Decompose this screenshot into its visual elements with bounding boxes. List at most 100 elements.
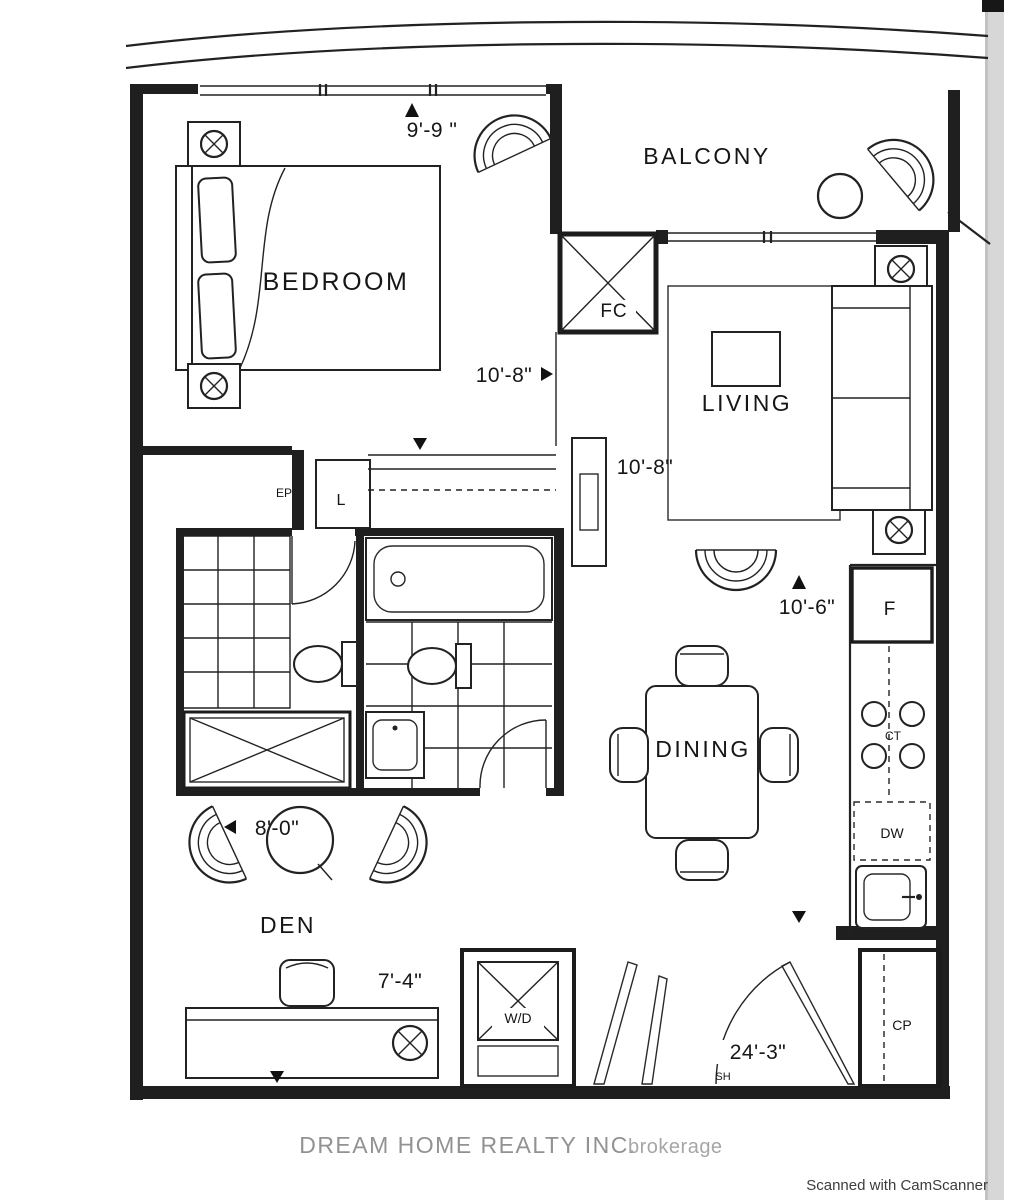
kitchen-counter-edge <box>848 563 936 932</box>
symbol-cross <box>204 134 224 154</box>
kitchen-sink <box>855 865 927 929</box>
fridge-label: F <box>884 599 897 620</box>
coffee-table <box>711 331 781 387</box>
door-leaf <box>593 961 638 1085</box>
symbol-circle <box>884 515 914 545</box>
toilet <box>407 643 472 689</box>
toilet <box>293 641 358 687</box>
linen-closet-label: L <box>337 492 346 509</box>
balcony-label: BALCONY <box>643 143 770 169</box>
dining-label: DINING <box>655 736 751 762</box>
dining-chair <box>759 727 799 783</box>
dishwasher-label: DW <box>880 825 904 841</box>
fixture-symbols <box>187 121 928 555</box>
area-rug <box>667 285 841 521</box>
vanity-sink <box>365 711 425 779</box>
dimension-bedroom-depth: 10'-8" <box>476 364 533 387</box>
laundry-closet: W/D <box>460 948 576 1088</box>
fan-chair <box>188 805 247 884</box>
linen-closet-box <box>315 459 371 529</box>
balcony-table <box>816 172 864 220</box>
electrical-panel-label: EP <box>276 486 292 500</box>
dimension-arrow-down <box>792 911 806 923</box>
dimension-arrow-up <box>405 103 419 117</box>
dining-table <box>645 685 759 839</box>
shower-tiles <box>181 535 291 709</box>
building-edge-line <box>125 42 989 70</box>
symbol-circle <box>199 371 229 401</box>
entry-door-swing-arc <box>715 961 791 1085</box>
balcony-furniture <box>473 114 935 220</box>
label-backing <box>492 1008 544 1028</box>
symbol-cross <box>889 520 909 540</box>
dimension-living-width: 10'-8" <box>617 456 674 479</box>
desk-chair <box>279 959 335 1007</box>
dimension-arrows <box>224 103 806 1083</box>
washer-dryer-label: W/D <box>504 1010 531 1026</box>
brokerage-watermark-sub: brokerage <box>628 1136 723 1158</box>
windows <box>200 84 876 243</box>
bedroom-window <box>200 85 546 96</box>
balcony-slider-mullions <box>762 231 773 243</box>
tub-drain <box>390 571 406 587</box>
den-furniture <box>185 805 439 1079</box>
laundry-closet-walls <box>460 948 576 1088</box>
dimension-arrow-up <box>792 575 806 589</box>
scan-edge-shadow <box>988 0 1004 1200</box>
footer: DREAM HOME REALTY INC. brokerage Scanned… <box>299 1132 988 1194</box>
door-leaf <box>641 975 668 1085</box>
dishwasher: DW <box>853 801 931 861</box>
media-console-inner <box>579 473 599 531</box>
cooktop-burner <box>861 701 887 727</box>
dimension-arrow-left <box>224 820 236 834</box>
faucet-dot <box>916 894 922 900</box>
closet-shelf-lines <box>368 454 556 470</box>
symbol-circle <box>886 254 916 284</box>
side-table-leg <box>317 863 333 881</box>
dimension-bedroom-width: 9'-9 " <box>407 119 458 142</box>
light-column-symbol <box>187 121 241 167</box>
dimension-unit-width: 24'-3" <box>730 1041 787 1064</box>
light-column-symbol <box>187 363 241 409</box>
coat-closet-walls <box>858 948 942 1088</box>
faucet-dot <box>392 725 398 731</box>
label-backing <box>712 1040 804 1064</box>
storage-cross <box>189 717 345 783</box>
dimension-living-depth: 10'-6" <box>779 596 836 619</box>
label-backing <box>594 300 636 322</box>
dimension-arrow-down <box>413 438 427 450</box>
door-swing-arc <box>291 540 356 605</box>
dimension-den-width: 7'-4" <box>378 970 422 993</box>
symbol-cross <box>891 259 911 279</box>
room-labels: BALCONY BEDROOM LIVING DINING DEN <box>260 143 792 938</box>
scan-edge-line <box>985 0 988 1200</box>
entry-doors <box>593 961 856 1085</box>
cooktop-burner <box>861 743 887 769</box>
bathtub <box>365 537 553 621</box>
dimension-labels: 9'-9 " 10'-8" 10'-8" 10'-6" 8'-0" 7'-4" … <box>255 119 835 1064</box>
fridge <box>850 566 934 644</box>
blanket-fold-line <box>239 167 286 369</box>
coat-closet: CP <box>858 948 942 1088</box>
dining-chair <box>609 727 649 783</box>
kitchen: F CT DW <box>848 563 936 932</box>
living-furniture <box>667 285 933 592</box>
fan-chair <box>369 805 428 884</box>
scan-corner-mark <box>982 0 1004 12</box>
camscanner-credit: Scanned with CamScanner <box>806 1177 988 1194</box>
cooktop: CT <box>861 701 925 769</box>
bathroom-left <box>181 535 358 790</box>
den-label: DEN <box>260 912 316 938</box>
bedroom-label: BEDROOM <box>263 268 410 296</box>
fixture-labels: EP L SH <box>276 486 731 1083</box>
living-label: LIVING <box>702 390 792 416</box>
fan-chair <box>473 114 552 173</box>
dimension-bathroom-width: 8'-0" <box>255 817 299 840</box>
coat-closet-label: CP <box>892 1017 911 1033</box>
bedroom-window-mullions <box>318 84 438 96</box>
dining-chair <box>675 645 729 687</box>
symbol-box <box>187 121 241 167</box>
sofa-cushion-lines <box>832 286 911 510</box>
desk <box>185 1007 439 1079</box>
